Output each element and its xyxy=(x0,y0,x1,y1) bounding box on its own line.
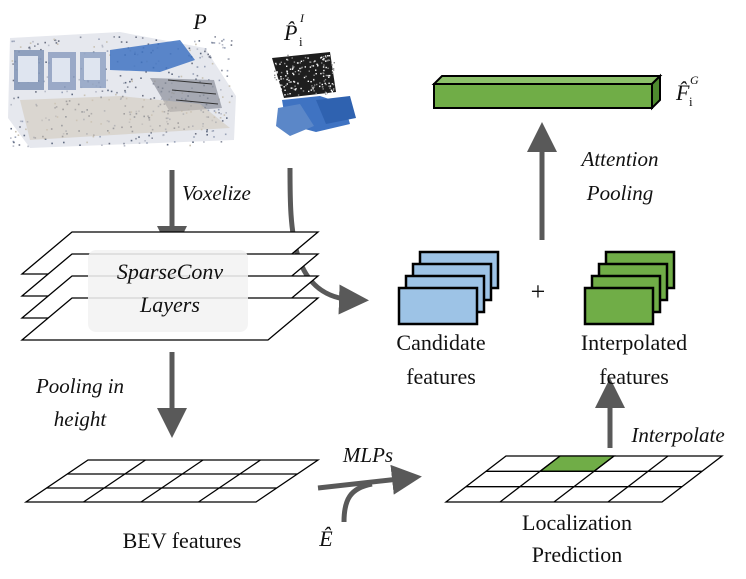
sparseconv-label-line2: Layers xyxy=(139,292,200,317)
localization-label-line2: Prediction xyxy=(532,542,622,567)
pooling-label-line1: Pooling in xyxy=(35,374,124,398)
plus-sign: + xyxy=(531,277,546,306)
interpolated-features-label-line2: features xyxy=(599,364,669,389)
pooling-label-line2: height xyxy=(54,407,108,431)
svg-text:F̂: F̂ xyxy=(675,80,690,105)
svg-text:P̂: P̂ xyxy=(283,20,297,45)
attention-label-line2: Pooling xyxy=(586,181,654,205)
candidate-cloud-label: P̂ i I xyxy=(283,11,305,49)
e-hat-label: Ê xyxy=(318,526,333,551)
sparseconv-layer-stack xyxy=(20,231,320,341)
interpolated-feature-stack xyxy=(583,250,676,326)
svg-text:i: i xyxy=(299,34,303,49)
localization-grid xyxy=(444,455,724,503)
sparseconv-label-line1: SparseConv xyxy=(117,259,224,284)
candidate-point-cloud xyxy=(272,52,356,136)
voxelize-label: Voxelize xyxy=(182,181,251,205)
localization-label-line1: Localization xyxy=(522,510,632,535)
svg-text:I: I xyxy=(299,11,305,25)
interpolate-label: Interpolate xyxy=(630,423,724,447)
output-feature-label: F̂ i G xyxy=(675,73,699,109)
global-feature-bar xyxy=(431,73,663,111)
interpolated-features-label-line1: Interpolated xyxy=(581,330,687,355)
e-hat-merge-curve xyxy=(341,481,373,523)
scene-cloud-label: P xyxy=(192,9,206,34)
svg-text:G: G xyxy=(690,73,699,87)
bev-features-label: BEV features xyxy=(123,528,242,553)
mlps-label: MLPs xyxy=(342,443,393,467)
candidate-features-label-line2: features xyxy=(406,364,476,389)
scene-point-cloud xyxy=(8,32,236,148)
svg-text:i: i xyxy=(689,94,693,109)
candidate-features-label-line1: Candidate xyxy=(396,330,485,355)
mlps-arrow xyxy=(317,464,422,495)
bev-feature-grid xyxy=(23,459,321,503)
candidate-feature-stack xyxy=(397,250,500,326)
attention-label-line1: Attention xyxy=(580,147,659,171)
